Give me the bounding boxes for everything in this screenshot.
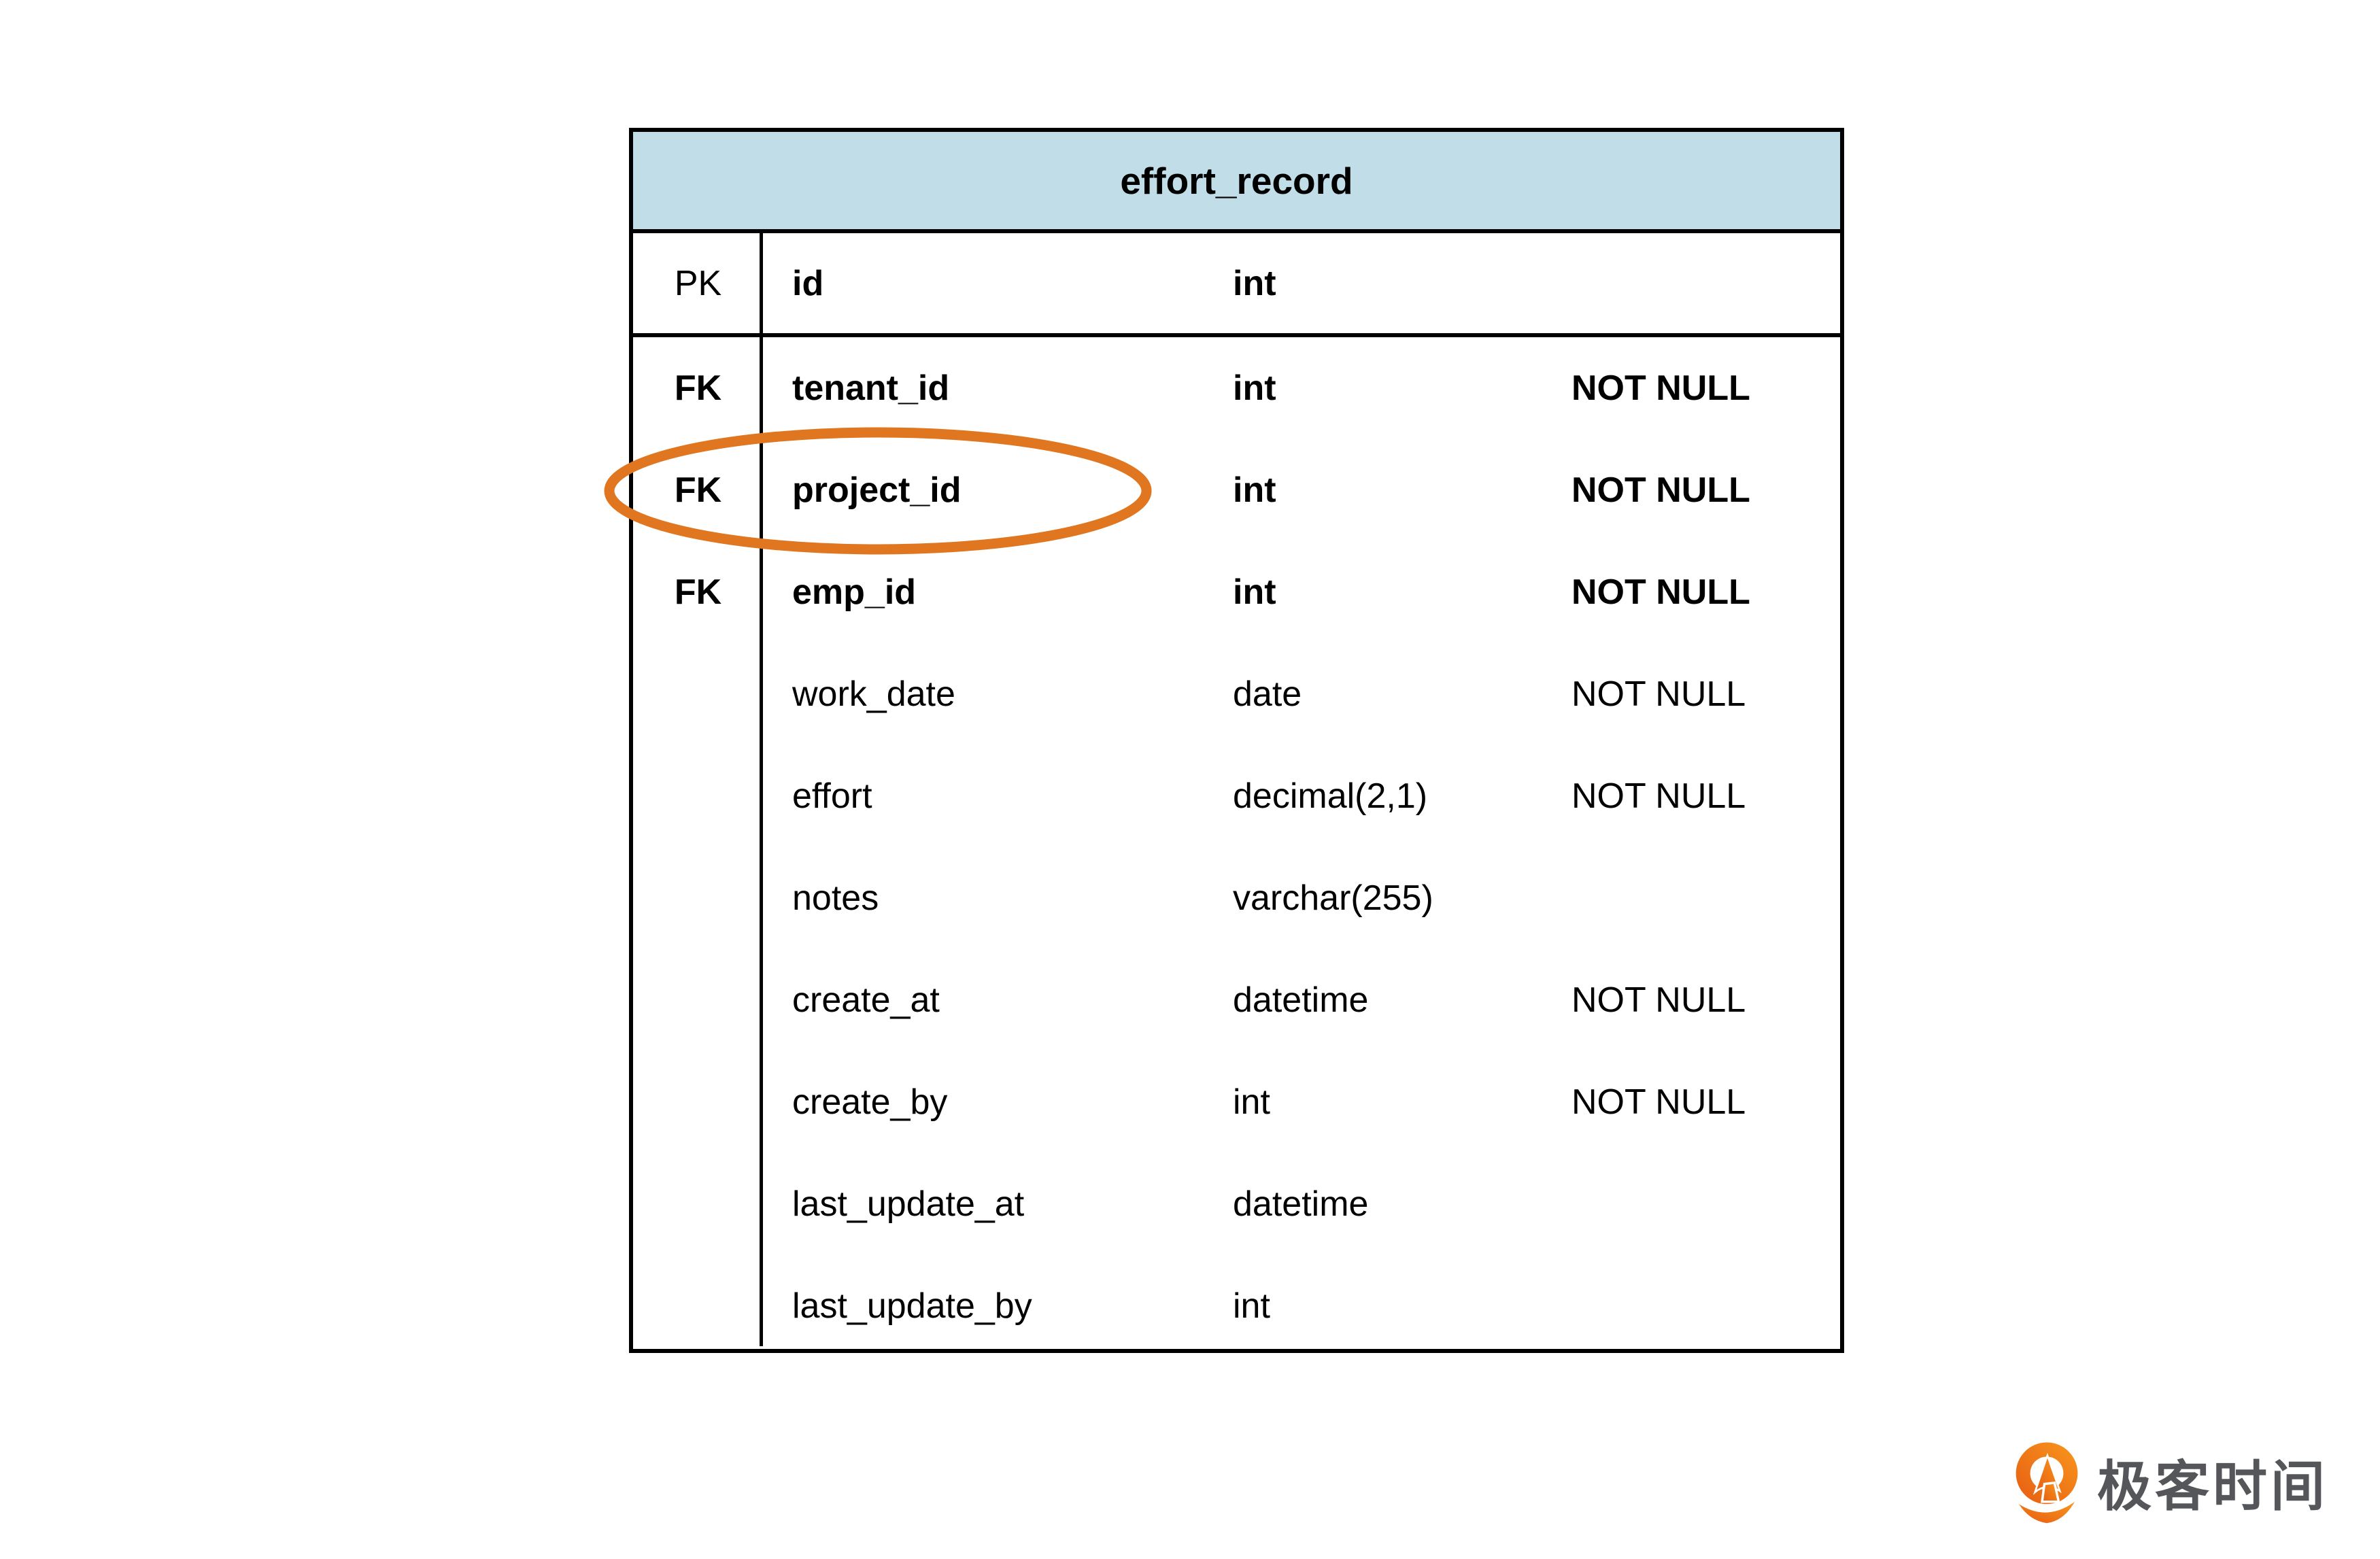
column-constraint: NOT NULL xyxy=(1571,1082,1746,1122)
geektime-logo: 极客时间 xyxy=(2014,1436,2328,1528)
column-constraint: NOT NULL xyxy=(1571,470,1750,510)
column-type: int xyxy=(1233,1082,1270,1122)
column-type: int xyxy=(1233,263,1276,303)
table-row-tenant-id: FK tenant_id int NOT NULL xyxy=(633,337,1840,439)
table-row-last-update-at: last_update_at datetime xyxy=(633,1153,1840,1255)
column-type: int xyxy=(1233,369,1276,408)
column-name: create_by xyxy=(792,1082,948,1122)
table-row-id: PK id int xyxy=(633,233,1840,337)
geektime-logo-icon xyxy=(2016,1442,2078,1524)
column-type: datetime xyxy=(1233,1184,1369,1224)
column-name: id xyxy=(792,263,824,303)
column-name: last_update_by xyxy=(792,1286,1032,1326)
column-constraint: NOT NULL xyxy=(1571,369,1750,408)
er-table-effort-record: effort_record PK id int FK tenant_id int… xyxy=(629,128,1844,1353)
table-row-notes: notes varchar(255) xyxy=(633,847,1840,949)
column-name: tenant_id xyxy=(792,369,950,408)
key-label: FK xyxy=(674,572,722,612)
table-row-emp-id: FK emp_id int NOT NULL xyxy=(633,541,1840,643)
column-name: work_date xyxy=(792,674,955,714)
column-type: datetime xyxy=(1233,980,1369,1020)
column-name: notes xyxy=(792,878,879,918)
column-constraint: NOT NULL xyxy=(1571,776,1746,816)
column-constraint: NOT NULL xyxy=(1571,674,1746,714)
table-row-project-id: FK project_id int NOT NULL xyxy=(633,439,1840,541)
table-body: PK id int FK tenant_id int NOT NULL FK p… xyxy=(633,233,1840,1349)
table-row-create-at: create_at datetime NOT NULL xyxy=(633,949,1840,1051)
column-constraint: NOT NULL xyxy=(1571,572,1750,612)
key-label: PK xyxy=(674,263,722,303)
column-type: varchar(255) xyxy=(1233,878,1433,918)
column-constraint: NOT NULL xyxy=(1571,980,1746,1020)
column-type: int xyxy=(1233,572,1276,612)
table-title: effort_record xyxy=(633,132,1840,233)
table-row-last-update-by: last_update_by int xyxy=(633,1255,1840,1357)
column-name: emp_id xyxy=(792,572,917,612)
column-type: date xyxy=(1233,674,1302,714)
geektime-logo-text: 极客时间 xyxy=(2097,1456,2328,1517)
table-row-create-by: create_by int NOT NULL xyxy=(633,1051,1840,1153)
key-label: FK xyxy=(674,470,722,510)
column-name: create_at xyxy=(792,980,940,1020)
column-type: decimal(2,1) xyxy=(1233,776,1428,816)
column-name: last_update_at xyxy=(792,1184,1025,1224)
column-type: int xyxy=(1233,1286,1270,1326)
table-row-work-date: work_date date NOT NULL xyxy=(633,643,1840,745)
column-name: effort xyxy=(792,776,872,816)
column-separator-line xyxy=(760,233,763,1346)
key-label: FK xyxy=(674,369,722,408)
column-type: int xyxy=(1233,470,1276,510)
table-row-effort: effort decimal(2,1) NOT NULL xyxy=(633,745,1840,847)
column-name: project_id xyxy=(792,470,962,510)
